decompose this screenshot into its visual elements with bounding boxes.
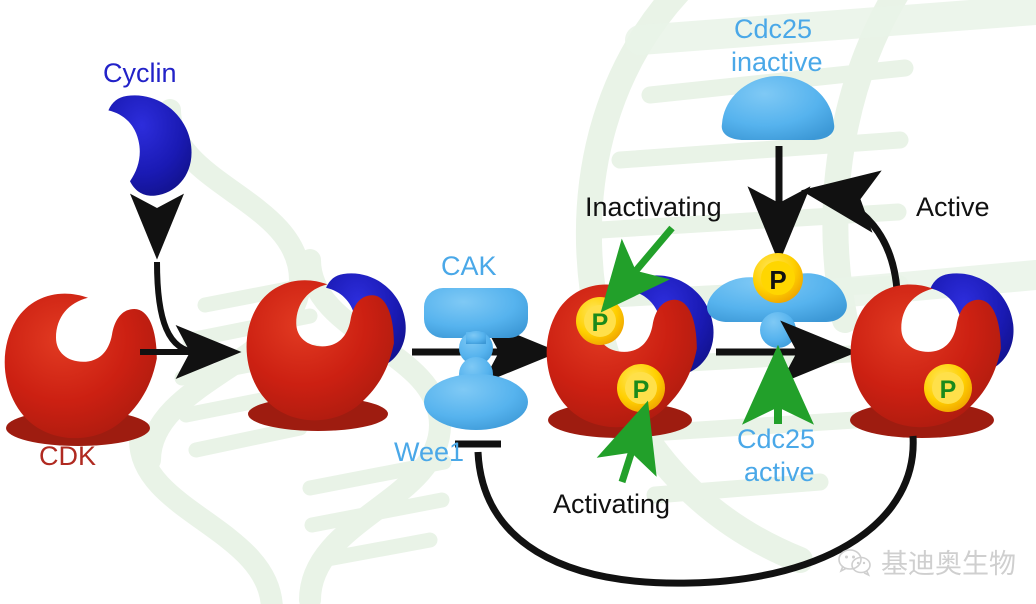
svg-text:P: P [769,265,786,295]
svg-text:P: P [633,376,650,404]
edge-cyclin-binds-cdk [130,193,242,379]
label-cdc25-inactive-line1: Cdc25 [734,14,813,44]
phosphate-inactivating: P [576,297,624,345]
label-cyclin: Cyclin [103,58,177,88]
phosphate-activating: P [617,364,665,412]
label-inactivating: Inactivating [585,192,722,222]
label-cdc25-active-line2: active [744,457,815,487]
edge-active-cdk-activates-cdc25 [800,170,901,291]
brand-name: 基迪奥生物 [881,549,1016,580]
label-cdk: CDK [39,441,97,471]
node-cak-enzyme [424,288,528,365]
node-cyclin-free [108,95,192,196]
label-cak: CAK [441,251,497,281]
label-cdc25-inactive-line2: inactive [731,47,823,77]
label-active: Active [916,192,990,222]
node-cdk-free [4,293,157,446]
label-activating: Activating [553,489,671,519]
node-cdk-cyclin-complex [246,273,406,431]
edge-inactivating-phosphate [600,225,675,313]
phosphate-active-cdk: P [924,364,972,412]
node-cdc25-inactive [721,76,835,140]
edge-active-cdk-inhibits-wee1 [455,435,917,587]
node-cdc25-active: P [706,253,847,348]
wechat-icon [838,548,871,577]
node-cdk-cyclin-active: P [850,273,1014,438]
brand-watermark: 基迪奥生物 [838,542,1016,581]
phosphate-cdc25: P [753,253,803,303]
svg-text:P: P [940,376,957,404]
node-cdk-cyclin-double-phospho: P P [546,275,714,438]
edge-activating-phosphate [596,400,657,484]
svg-text:P: P [592,309,609,337]
node-wee1-enzyme [424,357,528,430]
label-cdc25-active-line1: Cdc25 [737,424,816,454]
label-wee1: Wee1 [394,437,465,467]
